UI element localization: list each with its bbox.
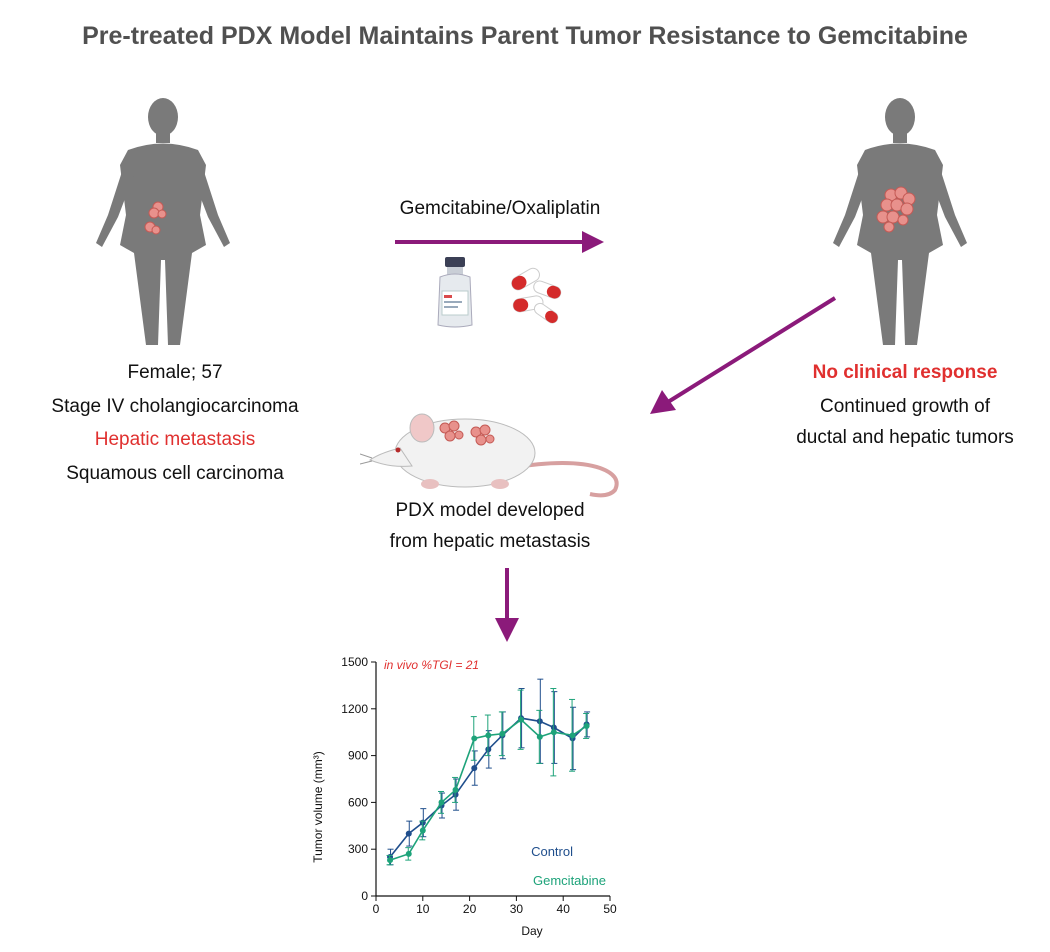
y-tick-label: 300 (348, 842, 368, 856)
tumor-icon (876, 186, 916, 233)
drug-vial-icon (437, 257, 473, 328)
chart-annotation: in vivo %TGI = 21 (384, 658, 479, 672)
x-tick-label: 30 (510, 902, 524, 916)
y-axis-label: Tumor volume (mm³) (311, 751, 325, 863)
x-axis-label: Day (521, 924, 542, 938)
response-line1: Continued growth of (819, 396, 991, 417)
x-tick-label: 20 (463, 902, 477, 916)
pills-icon (511, 267, 562, 324)
data-point (438, 799, 445, 806)
data-point (405, 850, 412, 857)
data-point (471, 735, 478, 742)
data-point (405, 830, 412, 837)
treatment-arrow (395, 231, 604, 253)
series-gemcitabine (386, 688, 590, 866)
treatment-label: Gemcitabine/Oxaliplatin (399, 198, 601, 219)
data-point (452, 786, 459, 793)
y-tick-label: 900 (348, 749, 368, 763)
y-tick-label: 1500 (341, 655, 368, 669)
figure-title: Pre-treated PDX Model Maintains Parent T… (82, 22, 968, 50)
patient-figure-right (833, 98, 967, 345)
data-point (550, 729, 557, 736)
y-tick-label: 600 (348, 795, 368, 809)
data-point (569, 732, 576, 739)
data-point (387, 857, 394, 864)
response-line2: ductal and hepatic tumors (796, 427, 1014, 448)
data-point (485, 732, 492, 739)
y-tick-label: 0 (361, 889, 368, 903)
data-point (583, 722, 590, 729)
data-point (419, 827, 426, 834)
legend-gemcitabine: Gemcitabine (533, 873, 606, 888)
data-point (536, 733, 543, 740)
series-control (387, 678, 591, 866)
patient-histology: Squamous cell carcinoma (66, 463, 284, 484)
tumor-icon (144, 201, 167, 235)
patient-sex-age: Female; 57 (127, 362, 223, 383)
chart-marks (386, 678, 591, 866)
chart-axes: 0 10 20 30 40 50 0 300 600 900 1200 1500 (341, 655, 617, 916)
patient-stage: Stage IV cholangiocarcinoma (51, 396, 299, 417)
patient-metastasis: Hepatic metastasis (94, 429, 256, 450)
tumor-volume-chart: 0 10 20 30 40 50 0 300 600 900 1200 1500 in vivo %T… (311, 655, 617, 938)
x-tick-label: 40 (557, 902, 571, 916)
response-to-pdx-arrow (650, 296, 837, 414)
x-tick-label: 50 (603, 902, 617, 916)
mouse-icon (360, 413, 619, 498)
x-tick-label: 0 (373, 902, 380, 916)
legend-control: Control (531, 844, 573, 859)
pdx-to-chart-arrow (495, 568, 519, 642)
data-point (499, 730, 506, 737)
data-point (471, 765, 478, 772)
pdx-line2: from hepatic metastasis (389, 531, 591, 552)
patient-figure-left (96, 98, 230, 345)
x-tick-label: 10 (416, 902, 430, 916)
y-tick-label: 1200 (341, 702, 368, 716)
data-point (518, 716, 525, 723)
pdx-line1: PDX model developed (395, 500, 585, 521)
response-heading: No clinical response (812, 362, 998, 383)
